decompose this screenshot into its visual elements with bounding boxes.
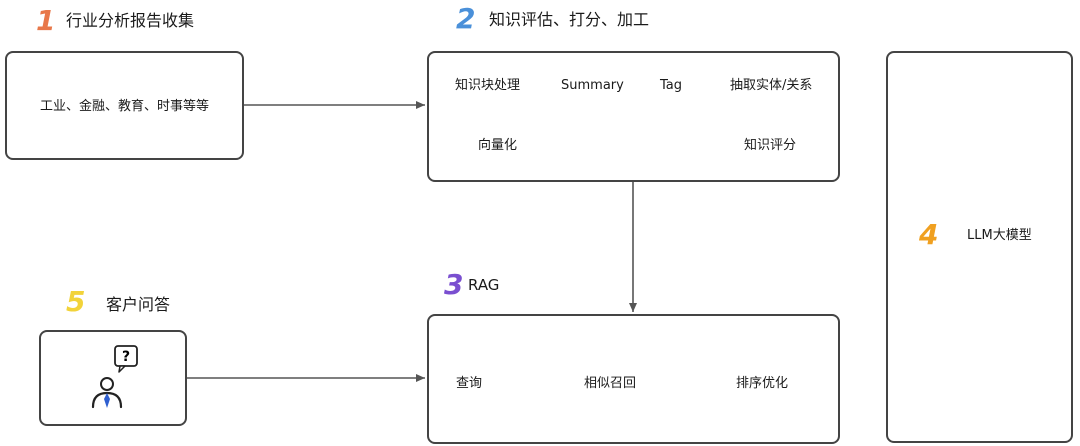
section-5-number: 5 (66, 285, 86, 318)
section-3-title: RAG (468, 276, 500, 294)
step-extract-entities: 抽取实体/关系 (730, 78, 813, 93)
step-similar-recall: 相似召回 (584, 376, 637, 391)
llm-box: 4 LLM大模型 (886, 51, 1073, 443)
step-summary: Summary (561, 78, 624, 93)
step-vectorize: 向量化 (478, 138, 518, 153)
customer-qa-box: ? (39, 330, 187, 426)
step-knowledge-score: 知识评分 (744, 138, 797, 153)
step-query: 查询 (456, 376, 483, 391)
section-2-number: 2 (456, 2, 476, 35)
section-1-title: 行业分析报告收集 (66, 11, 195, 30)
step-chunk-processing: 知识块处理 (455, 78, 521, 93)
user-icon (91, 377, 123, 409)
section-3-number: 3 (444, 268, 464, 301)
rag-box (427, 314, 840, 444)
section-1-number: 1 (36, 4, 56, 37)
step-rank-optimize: 排序优化 (736, 376, 789, 391)
section-2-title: 知识评估、打分、加工 (489, 10, 650, 29)
section-5-title: 客户问答 (106, 295, 171, 314)
collect-box: 工业、金融、教育、时事等等 (5, 51, 244, 160)
process-box (427, 51, 840, 182)
step-tag: Tag (660, 78, 683, 93)
section-4-number: 4 (919, 218, 939, 251)
question-bubble-icon: ? (114, 345, 138, 373)
question-mark: ? (122, 349, 130, 365)
llm-box-label: LLM大模型 (967, 228, 1032, 243)
collect-box-label: 工业、金融、教育、时事等等 (39, 99, 209, 114)
